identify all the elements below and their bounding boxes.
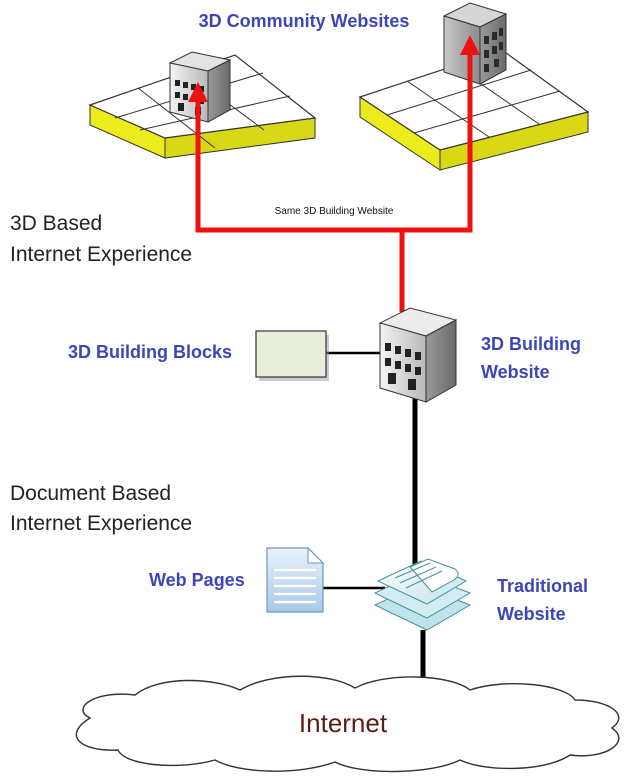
building-blocks-label: 3D Building Blocks: [68, 342, 232, 362]
right-community-platform: [358, 49, 590, 171]
building-blocks-rect: [255, 330, 327, 378]
red-3d-links: [188, 35, 480, 312]
black-links: [323, 351, 426, 685]
traditional-website-stack-icon: [373, 558, 472, 631]
same-building-website-label: Same 3D Building Website: [275, 206, 394, 217]
building-website-label-line2: Website: [481, 362, 550, 382]
community-websites-label: 3D Community Websites: [199, 11, 410, 31]
right-community-building: [442, 2, 508, 85]
traditional-website-label-line1: Traditional: [497, 576, 588, 596]
building-blocks-box: [255, 330, 329, 381]
internet-label: Internet: [299, 708, 388, 738]
experience-3d-line1: 3D Based: [10, 212, 102, 235]
traditional-website-label-line2: Website: [497, 604, 566, 624]
experience-doc-line2: Internet Experience: [10, 512, 192, 535]
internet-cloud-shape: [75, 675, 620, 773]
building-website-label-line1: 3D Building: [481, 334, 581, 354]
red-link-to-right-community: [402, 35, 480, 233]
experience-3d-line2: Internet Experience: [10, 243, 192, 266]
red-link-to-left-community: [188, 82, 405, 312]
web-pages-label: Web Pages: [149, 570, 245, 590]
web-pages-document-icon: [266, 546, 325, 613]
central-building-icon: [378, 307, 458, 403]
experience-doc-line1: Document Based: [10, 482, 171, 505]
internet-cloud-icon: [75, 675, 620, 773]
